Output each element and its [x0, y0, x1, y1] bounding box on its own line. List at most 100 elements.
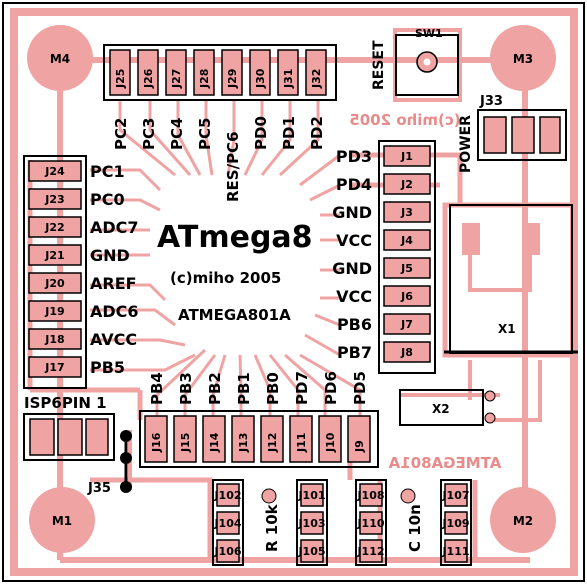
- resistor-label: R 10k: [263, 503, 281, 552]
- ref-J20: J20: [44, 277, 65, 290]
- mounting-hole-top-right: M3: [490, 25, 556, 91]
- pin-label-PC0: PC0: [90, 190, 125, 209]
- crystal-x1: X1: [444, 204, 578, 354]
- pin-label-PB7: PB7: [337, 343, 372, 362]
- ref-J8: J8: [400, 346, 413, 359]
- board-title: ATmega8: [157, 220, 313, 255]
- pin-label-GND-left: GND: [90, 246, 130, 265]
- pin-label-ADC7: ADC7: [90, 218, 139, 237]
- pin-label-GND-1: GND: [332, 203, 372, 222]
- pin-label-PD3: PD3: [336, 147, 372, 166]
- ref-J29: J29: [226, 69, 239, 89]
- ref-J31: J31: [282, 69, 295, 89]
- mounting-hole-bottom-left: M1: [29, 487, 95, 553]
- pin-label-PB5: PB5: [90, 358, 125, 377]
- header-J31: [277, 49, 299, 96]
- bottom-header-strip: J16 J15 J14 J13 J12 J11 J10 J9 PB4 PB3 P…: [139, 371, 379, 468]
- pin-label-GND-2: GND: [332, 259, 372, 278]
- pin-label-VCC-2: VCC: [336, 287, 372, 306]
- chip-name: ATMEGA801A: [178, 306, 291, 324]
- reset-switch: SW1 RESET: [371, 27, 459, 96]
- capacitor-block: J108 J110 J112 J107 J109 J111 C 10n: [355, 479, 472, 566]
- reset-label: RESET: [371, 40, 387, 90]
- crystal-x2: X2: [399, 389, 496, 426]
- capacitor-label: C 10n: [406, 504, 424, 552]
- pin-label-PD5: PD5: [351, 371, 369, 405]
- power-label: POWER: [458, 115, 474, 173]
- ref-J5: J5: [400, 262, 413, 275]
- left-header-strip: J24 J23 J22 J21 J20 J19 J18 J17 PC1 PC0 …: [23, 155, 139, 389]
- pin-label-PB1: PB1: [235, 372, 253, 405]
- power-connector: J33 POWER: [458, 94, 567, 173]
- power-ref: J33: [479, 94, 503, 109]
- svg-text:M2: M2: [513, 514, 533, 528]
- pin-label-PD6: PD6: [322, 371, 340, 405]
- ref-J25: J25: [114, 69, 127, 89]
- ref-J23: J23: [44, 193, 64, 206]
- mounting-hole-bottom-right: M2: [490, 487, 556, 553]
- ref-J105: J105: [297, 545, 325, 558]
- board-copyright: (c)miho 2005: [170, 269, 281, 287]
- pin-label-PB6: PB6: [337, 315, 372, 334]
- ref-J110: J110: [356, 517, 384, 530]
- isp-header: ISP6PIN 1 J35: [23, 394, 132, 496]
- header-J30: [249, 49, 271, 96]
- pin-label-PB4: PB4: [148, 372, 166, 405]
- pin-label-PB0: PB0: [264, 372, 282, 405]
- ref-J22: J22: [44, 221, 64, 234]
- header-J26: [137, 49, 159, 96]
- svg-text:M1: M1: [52, 514, 72, 528]
- mirror-copyright: (c)miho 2005: [349, 111, 460, 129]
- ref-J107: J107: [441, 489, 469, 502]
- ref-J6: J6: [400, 290, 413, 303]
- pin-label-PC3: PC3: [140, 118, 158, 150]
- ref-J106: J106: [213, 545, 241, 558]
- ref-J12: J12: [266, 433, 279, 453]
- ref-J13: J13: [237, 433, 250, 453]
- pin-label-PD1: PD1: [280, 116, 298, 150]
- svg-text:M3: M3: [513, 52, 533, 66]
- pin-label-PB2: PB2: [206, 372, 224, 405]
- ref-J3: J3: [400, 206, 413, 219]
- pin-label-AREF: AREF: [90, 274, 137, 293]
- header-J27: [165, 49, 187, 96]
- ref-J11: J11: [295, 433, 308, 453]
- ref-J109: J109: [441, 517, 469, 530]
- pin-label-PC4: PC4: [168, 118, 186, 150]
- ref-J19: J19: [44, 305, 64, 318]
- header-J25: [109, 49, 131, 96]
- ref-J24: J24: [44, 165, 65, 178]
- isp-label: ISP6PIN 1: [24, 394, 107, 412]
- pin-label-PD7: PD7: [293, 371, 311, 405]
- pin-label-ADC6: ADC6: [90, 302, 139, 321]
- ref-J7: J7: [400, 318, 413, 331]
- ref-J104: J104: [213, 517, 241, 530]
- ref-J10: J10: [324, 432, 337, 453]
- switch-ref: SW1: [415, 27, 443, 40]
- ref-J15: J15: [179, 433, 192, 453]
- pin-label-PD2: PD2: [308, 116, 326, 150]
- ref-J4: J4: [400, 234, 413, 247]
- ref-J9: J9: [353, 440, 366, 453]
- ref-J26: J26: [142, 68, 155, 89]
- isp-ref: J35: [87, 481, 111, 496]
- pin-label-PC5: PC5: [196, 118, 214, 150]
- ref-J101: J101: [297, 489, 325, 502]
- ref-J27: J27: [170, 69, 183, 89]
- ref-J102: J102: [213, 489, 241, 502]
- header-J29: [221, 49, 243, 96]
- resistor-block: J102 J104 J106 J101 J103 J105 R 10k: [212, 479, 328, 566]
- ref-J1: J1: [400, 150, 413, 163]
- ref-J2: J2: [400, 178, 413, 191]
- ref-J21: J21: [44, 249, 64, 262]
- crystal-x2-label: X2: [432, 402, 450, 416]
- mirror-chip-name: ATMEGA801A: [388, 454, 501, 472]
- ref-J103: J103: [297, 517, 325, 530]
- svg-text:M4: M4: [50, 52, 70, 66]
- ref-J16: J16: [150, 432, 163, 453]
- pin-label-PC1: PC1: [90, 162, 125, 181]
- ref-J112: J112: [356, 545, 384, 558]
- pin-label-PD4: PD4: [336, 175, 372, 194]
- ref-J111: J111: [441, 545, 469, 558]
- pin-label-RES-PC6: RES/PC6: [224, 131, 242, 202]
